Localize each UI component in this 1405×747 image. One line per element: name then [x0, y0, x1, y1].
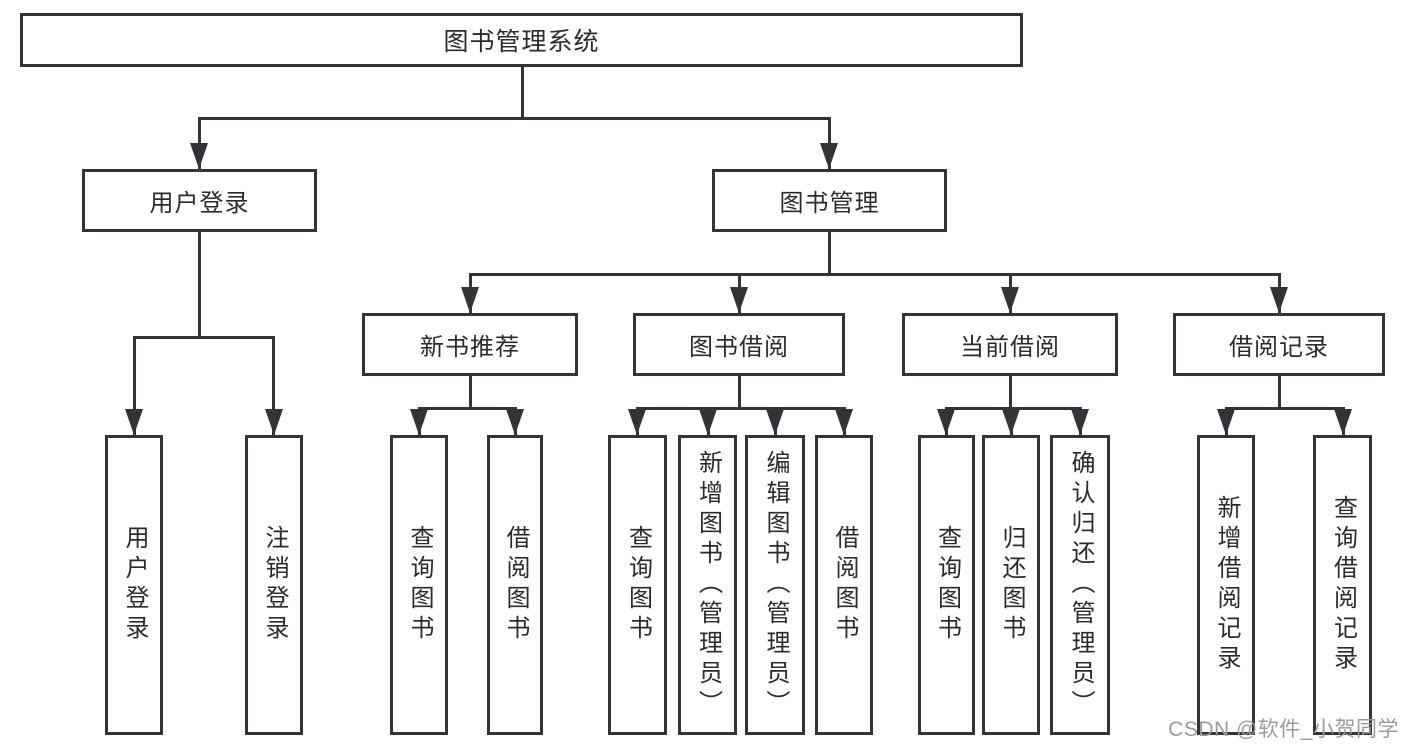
- node-label: 用户登录: [121, 525, 148, 645]
- connector-line: [1278, 376, 1281, 407]
- connector-line: [198, 117, 831, 120]
- arrow-down-icon: [1002, 409, 1020, 435]
- arrow-down-icon: [699, 409, 717, 435]
- arrow-down-icon: [628, 409, 646, 435]
- node-label: 查询图书: [624, 525, 652, 645]
- connector-line: [521, 66, 524, 117]
- arrow-down-icon: [820, 143, 838, 169]
- leaf-query-borrow-record: 查询借阅记录: [1313, 435, 1372, 735]
- connector-line: [945, 407, 1082, 410]
- node-root: 图书管理系统: [20, 13, 1023, 67]
- leaf-query-books-newrec: 查询图书: [390, 435, 448, 735]
- node-label: 确认归还（管理员）: [1067, 450, 1094, 720]
- node-label: 用户登录: [149, 190, 250, 217]
- node-label: 当前借阅: [960, 334, 1060, 361]
- node-user-login: 用户登录: [82, 169, 317, 232]
- node-book-management: 图书管理: [712, 169, 947, 232]
- leaf-confirm-return-admin: 确认归还（管理员）: [1050, 435, 1110, 735]
- node-label: 借阅图书: [502, 525, 529, 645]
- arrow-down-icon: [461, 287, 479, 313]
- node-current-borrow: 当前借阅: [902, 313, 1118, 376]
- node-label: 图书借阅: [689, 334, 789, 361]
- arrow-down-icon: [265, 409, 283, 435]
- arrow-down-icon: [835, 409, 853, 435]
- leaf-add-borrow-record: 新增借阅记录: [1197, 435, 1255, 735]
- leaf-return-books: 归还图书: [982, 435, 1040, 735]
- connector-line: [469, 376, 472, 407]
- arrow-down-icon: [1217, 409, 1235, 435]
- arrow-down-icon: [937, 409, 955, 435]
- node-label: 注销登录: [261, 525, 288, 645]
- connector-line: [636, 407, 846, 410]
- node-label: 查询图书: [933, 525, 961, 645]
- leaf-edit-books-admin: 编辑图书（管理员）: [745, 435, 805, 735]
- arrow-down-icon: [730, 287, 748, 313]
- connector-line: [1225, 407, 1345, 410]
- arrow-down-icon: [506, 409, 524, 435]
- arrow-down-icon: [410, 409, 428, 435]
- node-label: 借阅记录: [1229, 334, 1329, 361]
- leaf-add-books-admin: 新增图书（管理员）: [678, 435, 737, 735]
- node-label: 新增图书（管理员）: [694, 450, 722, 720]
- connector-line: [828, 232, 831, 273]
- connector-line: [272, 336, 275, 435]
- arrow-down-icon: [190, 143, 208, 169]
- connector-line: [133, 336, 136, 435]
- arrow-down-icon: [1270, 287, 1288, 313]
- node-label: 查询借阅记录: [1329, 495, 1357, 675]
- arrow-down-icon: [766, 409, 784, 435]
- arrow-down-icon: [1001, 287, 1019, 313]
- leaf-borrow-books-borrow: 借阅图书: [815, 435, 873, 735]
- node-label: 借阅图书: [831, 525, 858, 645]
- leaf-query-books-current: 查询图书: [918, 435, 975, 735]
- watermark-text: CSDN @软件_小贺同学: [1168, 718, 1399, 741]
- connector-line: [469, 273, 1281, 276]
- connector-line: [198, 232, 201, 336]
- arrow-down-icon: [1071, 409, 1089, 435]
- node-label: 图书管理: [779, 190, 880, 217]
- node-label: 图书管理系统: [443, 28, 600, 56]
- connector-line: [738, 376, 741, 407]
- node-label: 查询图书: [406, 525, 433, 645]
- node-label: 归还图书: [998, 525, 1025, 645]
- arrow-down-icon: [1334, 409, 1352, 435]
- leaf-user-login: 用户登录: [105, 435, 163, 735]
- connector-line: [1009, 376, 1012, 407]
- node-label: 新书推荐: [420, 334, 520, 361]
- connector-line: [418, 407, 517, 410]
- node-new-book-recommend: 新书推荐: [362, 313, 578, 376]
- node-book-borrow: 图书借阅: [633, 313, 845, 376]
- leaf-borrow-books-newrec: 借阅图书: [487, 435, 543, 735]
- node-label: 新增借阅记录: [1213, 495, 1240, 675]
- connector-line: [133, 336, 274, 339]
- leaf-query-books-borrow: 查询图书: [608, 435, 667, 735]
- node-borrow-records: 借阅记录: [1173, 313, 1385, 376]
- arrow-down-icon: [125, 409, 143, 435]
- leaf-logout-login: 注销登录: [245, 435, 303, 735]
- node-label: 编辑图书（管理员）: [762, 450, 789, 720]
